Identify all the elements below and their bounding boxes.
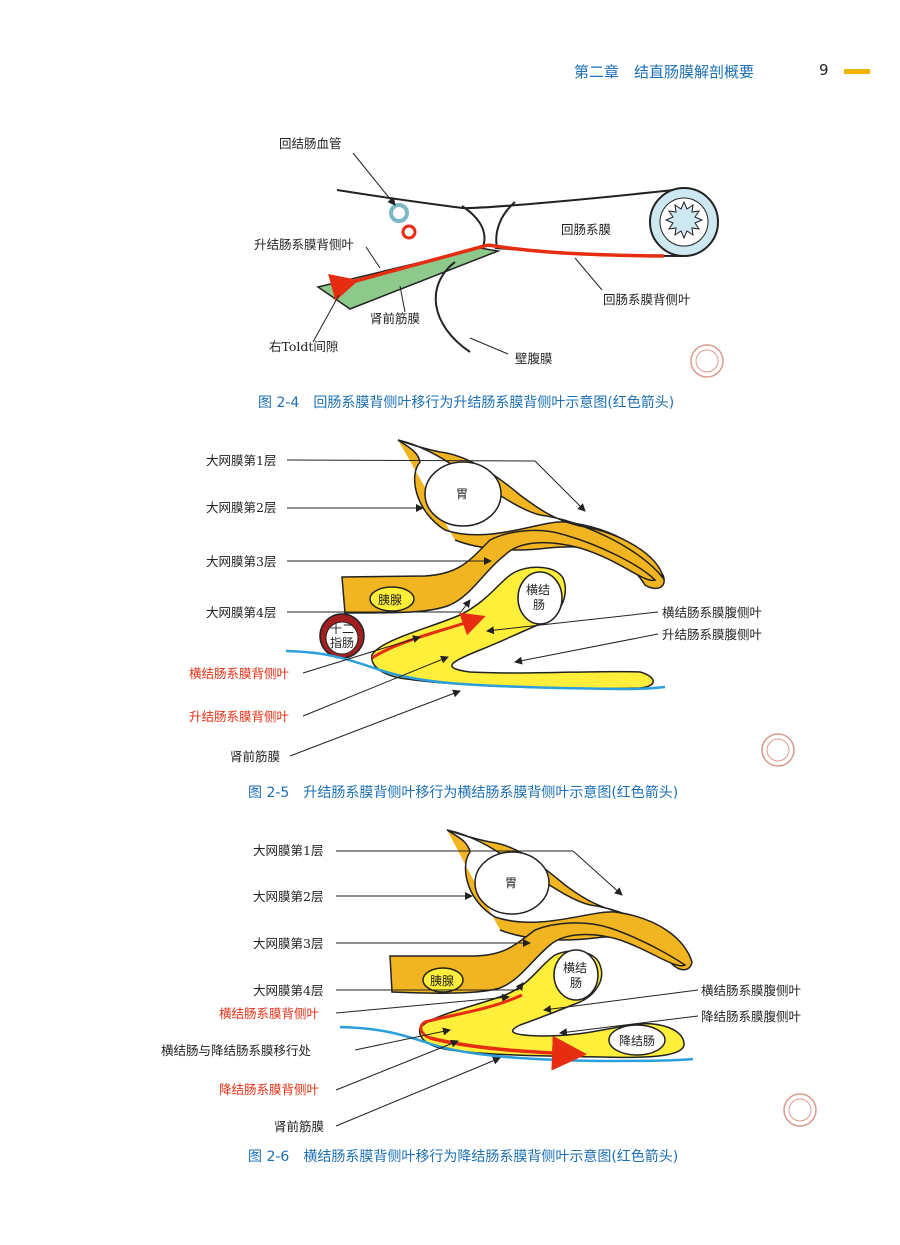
page-number: 9 xyxy=(819,61,829,79)
label-omentum-1: 大网膜第1层 xyxy=(206,453,276,468)
label-transverse-ventral: 横结肠系膜腹侧叶 xyxy=(701,983,802,998)
pancreas xyxy=(422,967,464,993)
transverse-colon xyxy=(517,571,563,625)
greater-omentum-lower xyxy=(341,529,657,614)
figure-2-4: 回结肠血管 升结肠系膜背侧叶 右Toldt间隙 肾前筋膜 回肠系膜 回肠系膜背侧… xyxy=(254,136,724,378)
label-ascending-ventral: 升结肠系膜腹侧叶 xyxy=(662,627,763,642)
transverse-colon-line-2: 肠 xyxy=(533,598,545,612)
stomach xyxy=(474,851,550,915)
label-transition: 横结肠与降结肠系膜移行处 xyxy=(161,1043,312,1058)
label-parietal-peritoneum: 壁腹膜 xyxy=(515,351,553,366)
greater-omentum-upper xyxy=(446,829,693,971)
label-transverse-dorsal: 横结肠系膜背侧叶 xyxy=(189,666,290,681)
fold-left xyxy=(461,205,486,248)
library-stamp xyxy=(783,1093,817,1127)
upper-peritoneum xyxy=(336,188,684,210)
ileocolic-vein xyxy=(389,203,409,223)
label-omentum-3: 大网膜第3层 xyxy=(253,936,323,951)
label-right-toldt: 右Toldt间隙 xyxy=(269,339,338,354)
transverse-colon-line-1: 横结 xyxy=(526,583,550,597)
descending-colon xyxy=(608,1024,666,1056)
figure-2-6: 大网膜第1层 大网膜第2层 大网膜第3层 大网膜第4层 横结肠系膜背侧叶 横结肠… xyxy=(161,829,817,1134)
pancreas xyxy=(369,586,415,612)
transverse-colon xyxy=(553,949,599,1001)
header-accent-bar xyxy=(844,69,870,74)
chapter-title: 第二章 结直肠膜解剖概要 xyxy=(574,63,755,81)
label-omentum-4: 大网膜第4层 xyxy=(206,605,276,620)
prerenal-fascia-line xyxy=(339,1025,694,1063)
label-ascending-dorsal: 升结肠系膜背侧叶 xyxy=(254,237,355,252)
red-arrow xyxy=(371,612,486,660)
ileocolic-artery xyxy=(401,224,417,240)
ileal-dorsal-leaf xyxy=(487,243,665,258)
red-arrow xyxy=(328,243,489,302)
red-arrow-descending xyxy=(429,1035,587,1071)
toldt-space xyxy=(316,247,501,310)
label-omentum-2: 大网膜第2层 xyxy=(253,889,323,904)
label-descending-ventral: 降结肠系膜腹侧叶 xyxy=(701,1009,802,1024)
label-transverse-dorsal: 横结肠系膜背侧叶 xyxy=(219,1006,320,1021)
label-ileocolic-vessels: 回结肠血管 xyxy=(279,136,342,151)
figure-2-4-caption: 图 2-4 回肠系膜背侧叶移行为升结肠系膜背侧叶示意图(红色箭头) xyxy=(258,395,675,411)
label-prerenal-fascia: 肾前筋膜 xyxy=(370,311,420,326)
label-stomach: 胃 xyxy=(456,487,468,501)
figure-2-5: 大网膜第1层 大网膜第2层 大网膜第3层 大网膜第4层 横结肠系膜背侧叶 升结肠… xyxy=(189,439,795,767)
label-ileal-dorsal: 回肠系膜背侧叶 xyxy=(603,292,691,307)
figure-2-6-caption: 图 2-6 横结肠系膜背侧叶移行为降结肠系膜背侧叶示意图(红色箭头) xyxy=(248,1149,679,1165)
duodenum-line-2: 指肠 xyxy=(330,635,354,650)
label-descending-colon: 降结肠 xyxy=(619,1034,655,1048)
label-pancreas: 胰腺 xyxy=(430,974,454,988)
red-leaf-transverse xyxy=(419,993,523,1040)
label-omentum-2: 大网膜第2层 xyxy=(206,500,276,515)
fold-right xyxy=(495,201,516,249)
label-ascending-dorsal: 升结肠系膜背侧叶 xyxy=(189,709,290,724)
transverse-colon-line-2: 肠 xyxy=(570,976,582,990)
label-stomach: 胃 xyxy=(505,876,517,890)
library-stamp xyxy=(690,344,724,378)
parietal-peritoneum-line xyxy=(434,261,471,353)
label-omentum-4: 大网膜第4层 xyxy=(253,983,323,998)
greater-omentum-lower xyxy=(389,922,687,994)
label-duodenum: 十二指肠 xyxy=(330,622,354,650)
stomach xyxy=(424,461,502,527)
label-omentum-3: 大网膜第3层 xyxy=(206,554,276,569)
transverse-colon-line-1: 横结 xyxy=(563,961,587,975)
label-transverse-colon: 横结肠 xyxy=(563,961,587,990)
figure-2-5-caption: 图 2-5 升结肠系膜背侧叶移行为横结肠系膜背侧叶示意图(红色箭头) xyxy=(248,785,679,801)
label-ileal-mesentery: 回肠系膜 xyxy=(561,222,611,237)
label-transverse-colon: 横结肠 xyxy=(526,583,550,612)
label-prerenal-fascia: 肾前筋膜 xyxy=(230,749,280,764)
library-stamp xyxy=(761,733,795,767)
label-transverse-ventral: 横结肠系膜腹侧叶 xyxy=(662,605,763,620)
label-descending-dorsal: 降结肠系膜背侧叶 xyxy=(219,1082,320,1097)
label-omentum-1: 大网膜第1层 xyxy=(253,843,323,858)
prerenal-fascia-line xyxy=(285,649,666,691)
duodenum-line-1: 十二 xyxy=(330,622,354,636)
label-pancreas: 胰腺 xyxy=(378,593,402,607)
label-prerenal-fascia: 肾前筋膜 xyxy=(274,1119,324,1134)
